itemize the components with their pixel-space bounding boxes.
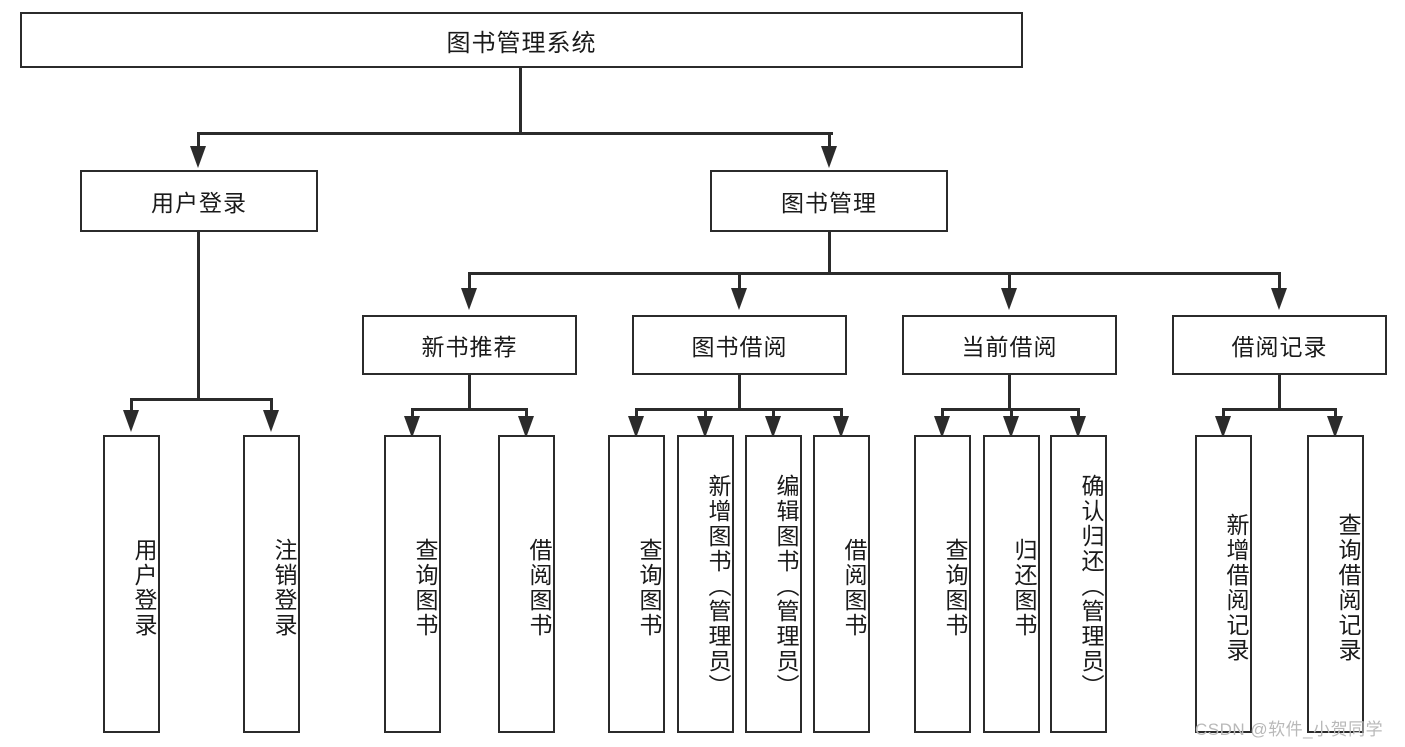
connector-bm-child-3	[1008, 272, 1011, 292]
node-user-login[interactable]: 用户登录	[80, 170, 318, 232]
leaf-borrow-record-query[interactable]: 查询借阅记录	[1307, 435, 1364, 733]
node-new-book-recommend[interactable]: 新书推荐	[362, 315, 577, 375]
node-book-borrow[interactable]: 图书借阅	[632, 315, 847, 375]
arrowhead-bm-child-3	[1001, 288, 1017, 310]
connector-user-login-child-2	[270, 398, 273, 414]
connector-book-management-stem	[828, 232, 831, 272]
leaf-current-borrow-query[interactable]: 查询图书	[914, 435, 971, 733]
arrowhead-br-child-1	[1215, 416, 1231, 438]
arrowhead-user-login-child-1	[123, 410, 139, 432]
leaf-book-borrow-borrow[interactable]: 借阅图书	[813, 435, 870, 733]
connector-br-child-2	[1334, 408, 1337, 422]
arrowhead-to-book-management	[821, 146, 837, 168]
connector-new-book-child-2	[525, 408, 528, 422]
leaf-book-borrow-query[interactable]: 查询图书	[608, 435, 665, 733]
node-borrow-record[interactable]: 借阅记录	[1172, 315, 1387, 375]
connector-cb-child-1	[941, 408, 944, 422]
leaf-new-book-query[interactable]: 查询图书	[384, 435, 441, 733]
connector-br-child-1	[1222, 408, 1225, 422]
connector-borrow-record-bar	[1222, 408, 1336, 411]
connector-bm-child-4	[1278, 272, 1281, 292]
arrowhead-to-user-login	[190, 146, 206, 168]
node-label: 用户登录	[151, 190, 247, 216]
arrowhead-new-book-child-2	[518, 416, 534, 438]
connector-bb-child-2	[704, 408, 707, 422]
node-label: 借阅记录	[1231, 334, 1328, 360]
connector-root-stem	[519, 68, 522, 132]
node-label: 编辑图书（管理员）	[773, 473, 799, 699]
connector-bb-child-3	[772, 408, 775, 422]
node-label: 新增图书（管理员）	[705, 473, 731, 699]
arrowhead-user-login-child-2	[263, 410, 279, 432]
connector-bb-child-4	[840, 408, 843, 422]
node-label: 查询借阅记录	[1335, 513, 1361, 663]
arrowhead-cb-child-3	[1070, 416, 1086, 438]
connector-new-book-stem	[468, 375, 471, 408]
node-label: 图书管理系统	[446, 29, 597, 57]
connector-user-login-bar	[130, 398, 272, 401]
leaf-user-login-logout[interactable]: 注销登录	[243, 435, 300, 733]
node-root-book-management-system[interactable]: 图书管理系统	[20, 12, 1023, 68]
connector-new-book-child-1	[411, 408, 414, 422]
node-label: 查询图书	[412, 538, 438, 638]
leaf-book-borrow-edit[interactable]: 编辑图书（管理员）	[745, 435, 802, 733]
connector-root-to-book-management	[828, 132, 831, 156]
node-label: 归还图书	[1011, 538, 1037, 638]
node-label: 查询图书	[942, 538, 968, 638]
leaf-borrow-record-add[interactable]: 新增借阅记录	[1195, 435, 1252, 733]
node-label: 新增借阅记录	[1223, 513, 1249, 663]
arrowhead-bb-child-4	[833, 416, 849, 438]
arrowhead-br-child-2	[1327, 416, 1343, 438]
connector-new-book-bar	[411, 408, 527, 411]
connector-root-bar	[197, 132, 833, 135]
connector-cb-child-3	[1077, 408, 1080, 422]
leaf-current-borrow-confirm-return[interactable]: 确认归还（管理员）	[1050, 435, 1107, 733]
node-book-management[interactable]: 图书管理	[710, 170, 948, 232]
arrowhead-bm-child-2	[731, 288, 747, 310]
arrowhead-bb-child-1	[628, 416, 644, 438]
leaf-new-book-borrow[interactable]: 借阅图书	[498, 435, 555, 733]
arrowhead-cb-child-2	[1003, 416, 1019, 438]
connector-user-login-child-1	[130, 398, 133, 414]
node-label: 借阅图书	[526, 538, 552, 638]
connector-user-login-stem	[197, 232, 200, 398]
arrowhead-new-book-child-1	[404, 416, 420, 438]
leaf-user-login-login[interactable]: 用户登录	[103, 435, 160, 733]
connector-root-to-user-login	[197, 132, 200, 156]
node-label: 图书借阅	[691, 334, 788, 360]
connector-current-borrow-stem	[1008, 375, 1011, 408]
connector-borrow-record-stem	[1278, 375, 1281, 408]
connector-bm-child-2	[738, 272, 741, 292]
node-label: 确认归还（管理员）	[1078, 473, 1104, 699]
node-label: 当前借阅	[961, 334, 1058, 360]
node-label: 新书推荐	[421, 334, 518, 360]
node-label: 查询图书	[636, 538, 662, 638]
arrowhead-bm-child-1	[461, 288, 477, 310]
arrowhead-cb-child-1	[934, 416, 950, 438]
node-current-borrow[interactable]: 当前借阅	[902, 315, 1117, 375]
leaf-book-borrow-add[interactable]: 新增图书（管理员）	[677, 435, 734, 733]
node-label: 注销登录	[271, 538, 297, 638]
node-label: 用户登录	[131, 538, 157, 638]
connector-book-borrow-bar	[635, 408, 842, 411]
csdn-watermark: CSDN @软件_小贺同学	[1195, 720, 1384, 739]
connector-book-borrow-stem	[738, 375, 741, 408]
connector-bb-child-1	[635, 408, 638, 422]
connector-bm-child-1	[468, 272, 471, 292]
arrowhead-bm-child-4	[1271, 288, 1287, 310]
node-label: 图书管理	[781, 190, 877, 216]
connector-book-management-bar	[468, 272, 1280, 275]
leaf-current-borrow-return[interactable]: 归还图书	[983, 435, 1040, 733]
node-label: 借阅图书	[841, 538, 867, 638]
arrowhead-bb-child-2	[697, 416, 713, 438]
connector-cb-child-2	[1010, 408, 1013, 422]
arrowhead-bb-child-3	[765, 416, 781, 438]
